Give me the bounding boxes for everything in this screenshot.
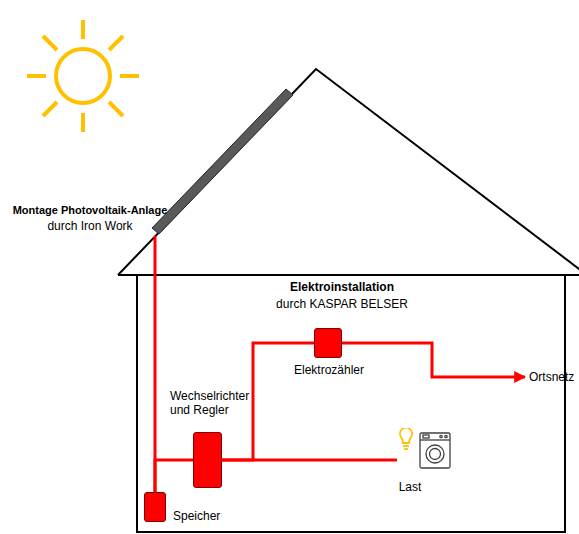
house-outline (118, 69, 579, 532)
pv-panel (152, 89, 293, 234)
meter-box: Elektrozähler (314, 328, 342, 358)
node-label: Elektrozähler (294, 363, 364, 377)
sub-label: durch KASPAR BELSER (276, 297, 408, 312)
node-label: Ortsnetz (527, 368, 576, 386)
heading-label: Elektroinstallation (290, 280, 394, 295)
storage-box: Speicher (144, 492, 166, 522)
pv-wire (154, 236, 157, 492)
sub-label: durch Iron Work (47, 219, 132, 234)
wire-connector (342, 343, 525, 377)
sun (27, 20, 139, 132)
wire-connector (155, 460, 193, 492)
washing-machine-icon (420, 433, 450, 468)
node-label: Last (399, 480, 422, 494)
inverter-box: Wechselrichter und Regler (193, 432, 222, 488)
heading-label: Montage Photovoltaik-Anlage (13, 203, 168, 218)
load-symbols (397, 428, 453, 472)
lamp-icon (400, 428, 412, 449)
node-label: Wechselrichter und Regler (170, 389, 254, 417)
load-icons: Last (397, 428, 453, 472)
node-label: Speicher (173, 509, 220, 523)
grid-label-box: Ortsnetz (527, 368, 576, 386)
